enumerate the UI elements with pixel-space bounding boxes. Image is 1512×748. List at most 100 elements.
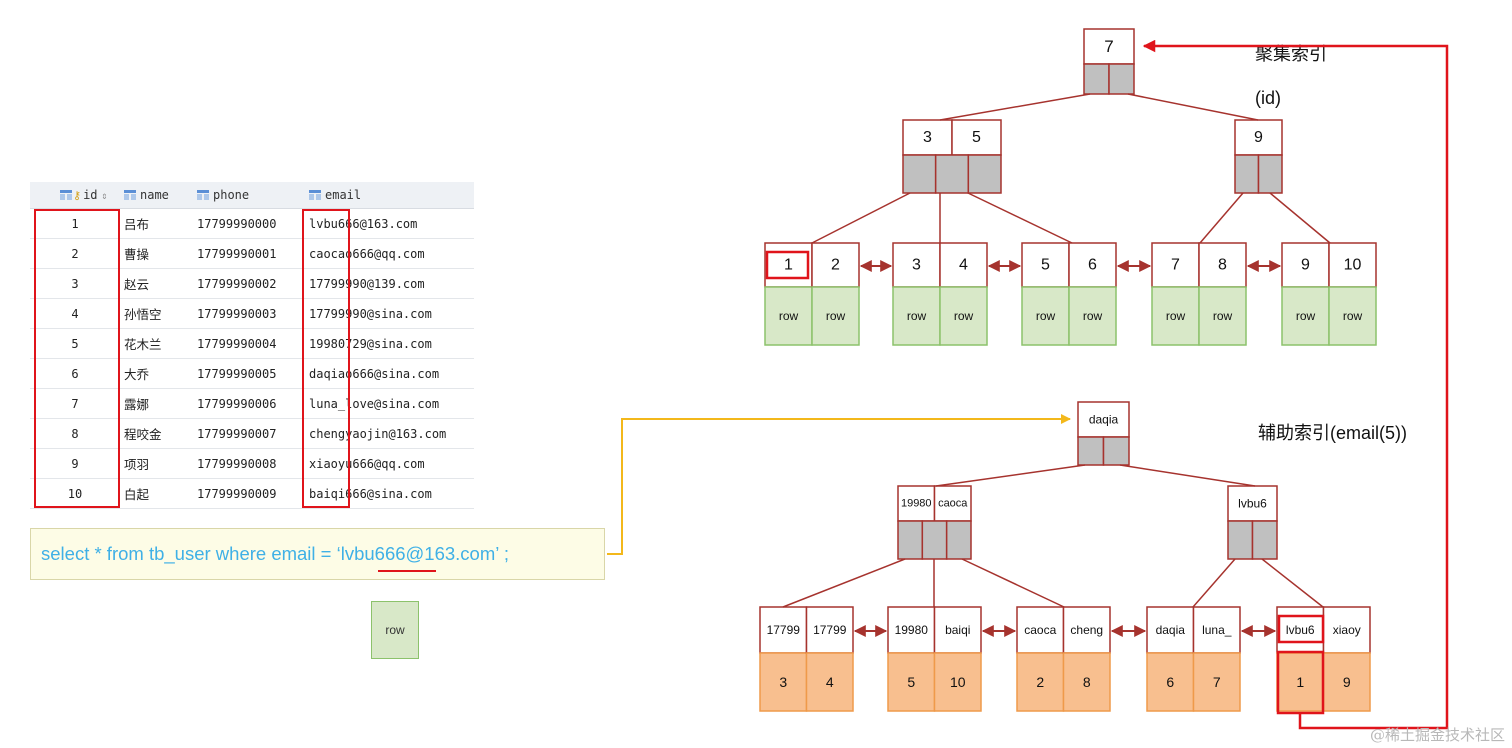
cell-name[interactable]: 大乔 [120,358,193,389]
leaf-data-label: 10 [950,674,966,690]
leaf-data-label: row [954,309,974,323]
cell-email[interactable]: lvbu666@163.com [305,208,474,239]
cell-name[interactable]: 赵云 [120,268,193,299]
cell-id[interactable]: 1 [30,208,120,239]
cell-email[interactable]: caocao666@qq.com [305,238,474,269]
leaf-data-label: 5 [907,674,915,690]
leaf-key-label: 17799 [813,623,847,637]
node-key-label: caoca [938,498,968,510]
leaf-data-cell [939,286,988,346]
leaf-key-label: baiqi [945,623,970,637]
cell-id[interactable]: 8 [30,418,120,449]
cell-phone[interactable]: 17799990002 [193,268,305,299]
cell-name[interactable]: 孙悟空 [120,298,193,329]
leaf-key-cell [1146,606,1195,654]
leaf-key-cell [933,606,982,654]
leaf-key-label: daqia [1156,623,1186,637]
column-header-email[interactable]: email [305,182,474,209]
cell-phone[interactable]: 17799990008 [193,448,305,479]
cell-email[interactable]: 17799990@139.com [305,268,474,299]
cell-name[interactable]: 吕布 [120,208,193,239]
leaf-data-label: 7 [1213,674,1221,690]
leaf-data-label: 9 [1343,674,1351,690]
sort-icon[interactable]: ⇕ [101,191,108,202]
cell-email[interactable]: chengyaojin@163.com [305,418,474,449]
cell-email[interactable]: baiqi666@sina.com [305,478,474,509]
leaf-data-cell [764,286,813,346]
cell-id[interactable]: 4 [30,298,120,329]
cell-id[interactable]: 6 [30,358,120,389]
match-key-highlight [765,250,810,280]
leaf-data-cell [1146,652,1195,712]
leaf-data-label: row [826,309,846,323]
primary-key-icon: ⚷ [73,189,82,202]
node-key-cell [933,485,972,522]
cell-email[interactable]: 17799990@sina.com [305,298,474,329]
node-key-cell [1077,401,1130,438]
cell-email[interactable]: xiaoyu666@qq.com [305,448,474,479]
leaf-data-cell [1016,652,1065,712]
leaf-key-cell [1198,242,1247,288]
node-pointer-cell [897,520,924,560]
cell-name[interactable]: 程咬金 [120,418,193,449]
node-key-cell [902,119,953,156]
leaf-key-label: 6 [1088,257,1097,274]
leaf-key-cell [939,242,988,288]
table-header-row: ⚷id⇕ name phone email [30,182,474,209]
cell-id[interactable]: 5 [30,328,120,359]
leaf-data-label: 3 [779,674,787,690]
column-header-id[interactable]: ⚷id⇕ [30,182,120,209]
cell-name[interactable]: 白起 [120,478,193,509]
node-pointer-cell [967,154,1002,194]
cell-phone[interactable]: 17799990006 [193,388,305,419]
leaf-key-cell [811,242,860,288]
leaf-key-label: 4 [959,257,968,274]
email-prefix-highlight [302,209,350,508]
leaf-key-cell [805,606,854,654]
cell-name[interactable]: 项羽 [120,448,193,479]
cell-email[interactable]: luna_love@sina.com [305,388,474,419]
tree-link [811,192,911,244]
cell-id[interactable]: 2 [30,238,120,269]
cell-name[interactable]: 露娜 [120,388,193,419]
cell-id[interactable]: 7 [30,388,120,419]
leaf-data-label: 6 [1166,674,1174,690]
cell-id[interactable]: 3 [30,268,120,299]
cell-email[interactable]: 19980729@sina.com [305,328,474,359]
leaf-data-cell [1198,286,1247,346]
cell-id[interactable]: 10 [30,478,120,509]
cell-phone[interactable]: 17799990000 [193,208,305,239]
node-pointer-cell [1251,520,1278,560]
leaf-data-cell [1068,286,1117,346]
column-header-phone[interactable]: phone [193,182,305,209]
leaf-key-cell [1322,606,1371,654]
leaf-data-cell [805,652,854,712]
cell-name[interactable]: 花木兰 [120,328,193,359]
leaf-data-cell [887,652,936,712]
node-key-cell [951,119,1002,156]
cell-phone[interactable]: 17799990005 [193,358,305,389]
leaf-key-label: 9 [1301,257,1310,274]
cell-email[interactable]: daqiao666@sina.com [305,358,474,389]
cell-phone[interactable]: 17799990009 [193,478,305,509]
cell-name[interactable]: 曹操 [120,238,193,269]
cell-phone[interactable]: 17799990004 [193,328,305,359]
cell-phone[interactable]: 17799990001 [193,238,305,269]
column-header-name[interactable]: name [120,182,193,209]
tree-link [1199,192,1244,244]
leaf-data-cell [1192,652,1241,712]
cell-phone[interactable]: 17799990003 [193,298,305,329]
cell-id[interactable]: 9 [30,448,120,479]
node-key-label: 9 [1254,129,1263,146]
cell-phone[interactable]: 17799990007 [193,418,305,449]
